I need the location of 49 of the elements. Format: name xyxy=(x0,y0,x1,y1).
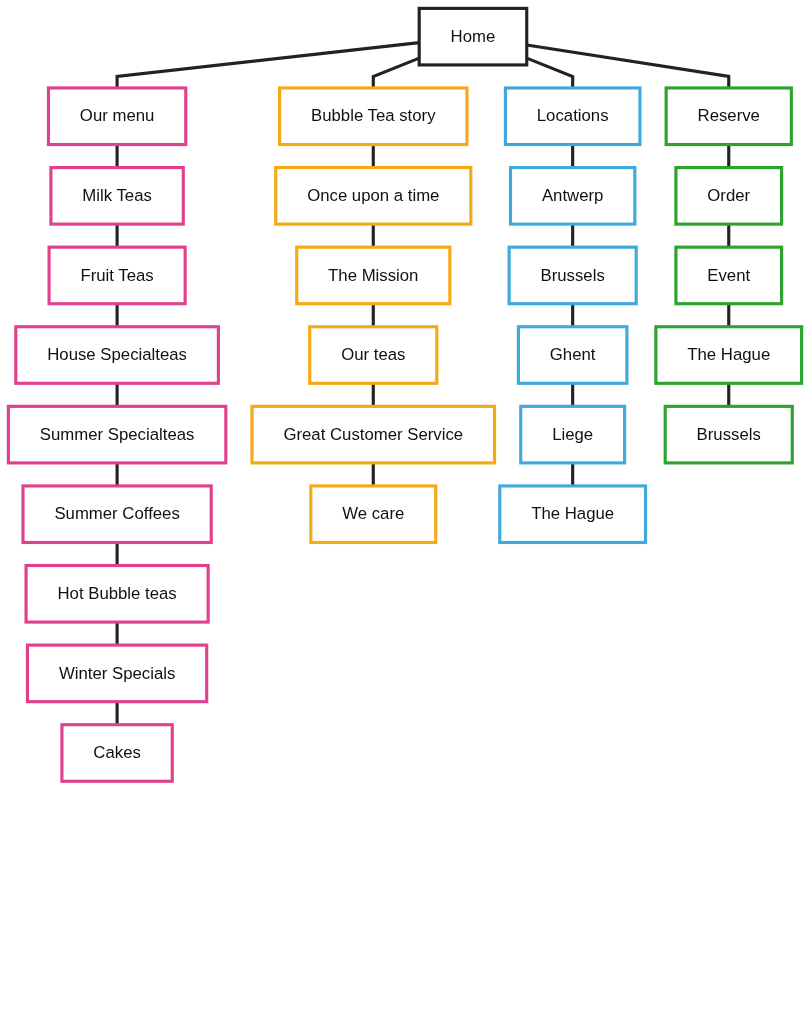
connector xyxy=(571,224,575,248)
node-box: The Mission xyxy=(295,245,452,306)
connector xyxy=(371,144,375,168)
node-box: Ghent xyxy=(516,325,629,385)
connector xyxy=(727,303,731,327)
node-box: We care xyxy=(309,484,438,545)
connector xyxy=(727,224,731,248)
connector xyxy=(115,622,119,646)
connector xyxy=(571,144,575,168)
node-box: Summer Specialteas xyxy=(6,404,228,465)
connector xyxy=(571,462,575,486)
node-box: Brussels xyxy=(507,245,638,306)
node-box: Reserve xyxy=(664,86,793,147)
connector xyxy=(115,144,119,168)
node-box: Antwerp xyxy=(508,166,637,226)
node-box: Home xyxy=(417,6,529,67)
node-box: Hot Bubble teas xyxy=(24,563,210,624)
node-box: House Specialteas xyxy=(14,325,220,385)
node-box: Brussels xyxy=(663,404,794,465)
connector xyxy=(727,144,731,168)
node-box: Our teas xyxy=(308,325,439,385)
node-box: Milk Teas xyxy=(49,166,185,226)
node-box: Great Customer Service xyxy=(250,404,497,465)
connector xyxy=(371,383,375,407)
connector xyxy=(571,303,575,327)
connector xyxy=(115,224,119,248)
connector xyxy=(371,462,375,486)
node-box: The Hague xyxy=(498,484,648,545)
connector xyxy=(115,303,119,327)
connector xyxy=(371,303,375,327)
node-box: Cakes xyxy=(60,723,174,783)
connector xyxy=(115,462,119,486)
connector xyxy=(115,383,119,407)
node-box: Winter Specials xyxy=(25,643,209,704)
node-box: Our menu xyxy=(46,86,188,147)
connector xyxy=(371,224,375,248)
node-box: Event xyxy=(674,245,784,306)
node-box: Liege xyxy=(519,404,627,465)
connector xyxy=(571,383,575,407)
node-box: Order xyxy=(674,166,784,226)
node-box: Fruit Teas xyxy=(47,245,187,306)
node-box: Bubble Tea story xyxy=(278,86,469,147)
connector xyxy=(727,383,731,407)
node-box: Once upon a time xyxy=(274,166,473,226)
connector xyxy=(115,542,119,566)
node-box: The Hague xyxy=(654,325,804,385)
connector xyxy=(115,701,119,725)
node-box: Summer Coffees xyxy=(21,484,213,545)
node-box: Locations xyxy=(503,86,642,147)
